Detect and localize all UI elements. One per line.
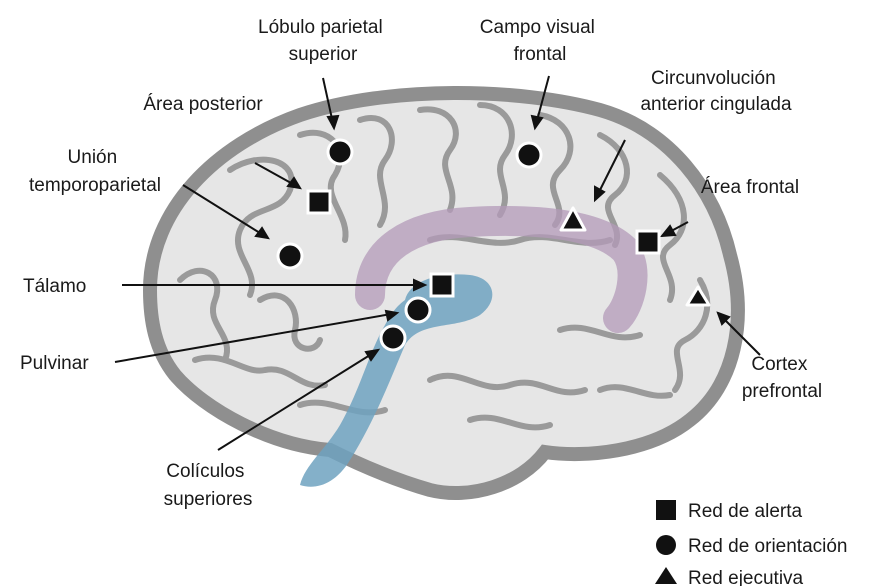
label-lobulo-parietal: Lóbulo parietal superior: [258, 17, 388, 65]
marker-alert-talamo: [431, 274, 453, 296]
label-union-temporoparietal: Unión temporoparietal: [29, 147, 161, 196]
marker-alert-area-posterior: [308, 191, 330, 213]
marker-alert-area-frontal: [637, 231, 659, 253]
label-area-frontal: Área frontal: [701, 177, 799, 198]
legend-alerta: Red de alerta: [688, 501, 803, 522]
legend: Red de alerta Red de orientación Red eje…: [655, 500, 848, 586]
marker-orientation-lobulo-parietal: [328, 140, 352, 164]
legend-triangle-icon: [655, 567, 677, 584]
label-campo-visual: Campo visual frontal: [480, 17, 600, 65]
label-pulvinar: Pulvinar: [20, 353, 89, 374]
marker-orientation-coliculos: [381, 326, 405, 350]
legend-ejecutiva: Red ejecutiva: [688, 568, 804, 586]
label-talamo: Tálamo: [23, 276, 86, 297]
marker-orientation-union-temporoparietal: [278, 244, 302, 268]
legend-square-icon: [656, 500, 676, 520]
legend-orientacion: Red de orientación: [688, 536, 848, 557]
marker-orientation-campo-visual: [517, 143, 541, 167]
label-area-posterior: Área posterior: [143, 94, 263, 115]
legend-circle-icon: [656, 535, 676, 555]
label-cortex-prefrontal: Cortex prefrontal: [742, 354, 822, 402]
label-coliculos: Colículos superiores: [164, 461, 253, 510]
marker-orientation-pulvinar: [406, 298, 430, 322]
label-circunvolucion: Circunvolución anterior cingulada: [640, 68, 791, 115]
